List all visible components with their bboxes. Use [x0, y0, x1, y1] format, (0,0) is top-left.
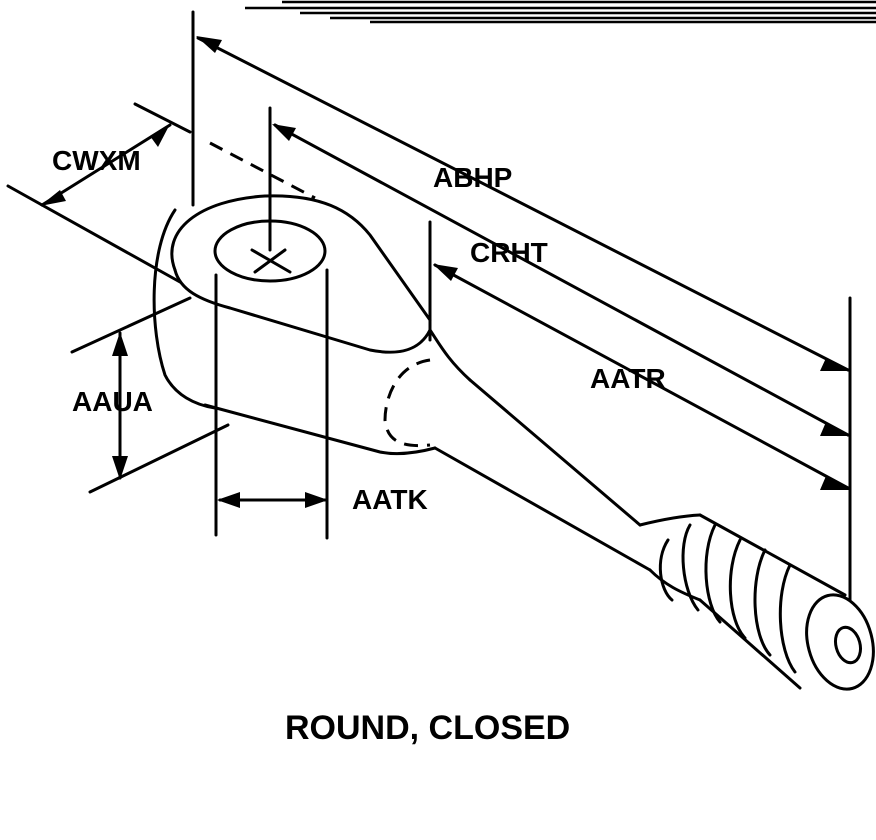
rod-end-outline — [152, 194, 875, 691]
label-aaua: AAUA — [72, 386, 153, 417]
label-cwxm: CWXM — [52, 145, 141, 176]
diagram-caption: ROUND, CLOSED — [285, 709, 570, 747]
corner-hatch — [245, 0, 876, 24]
label-abhp: ABHP — [433, 162, 512, 193]
label-aatr: AATR — [590, 363, 666, 394]
label-crht: CRHT — [470, 237, 548, 268]
dimension-lines — [6, 10, 852, 602]
arrowheads — [40, 36, 850, 508]
label-aatk: AATK — [352, 484, 428, 515]
